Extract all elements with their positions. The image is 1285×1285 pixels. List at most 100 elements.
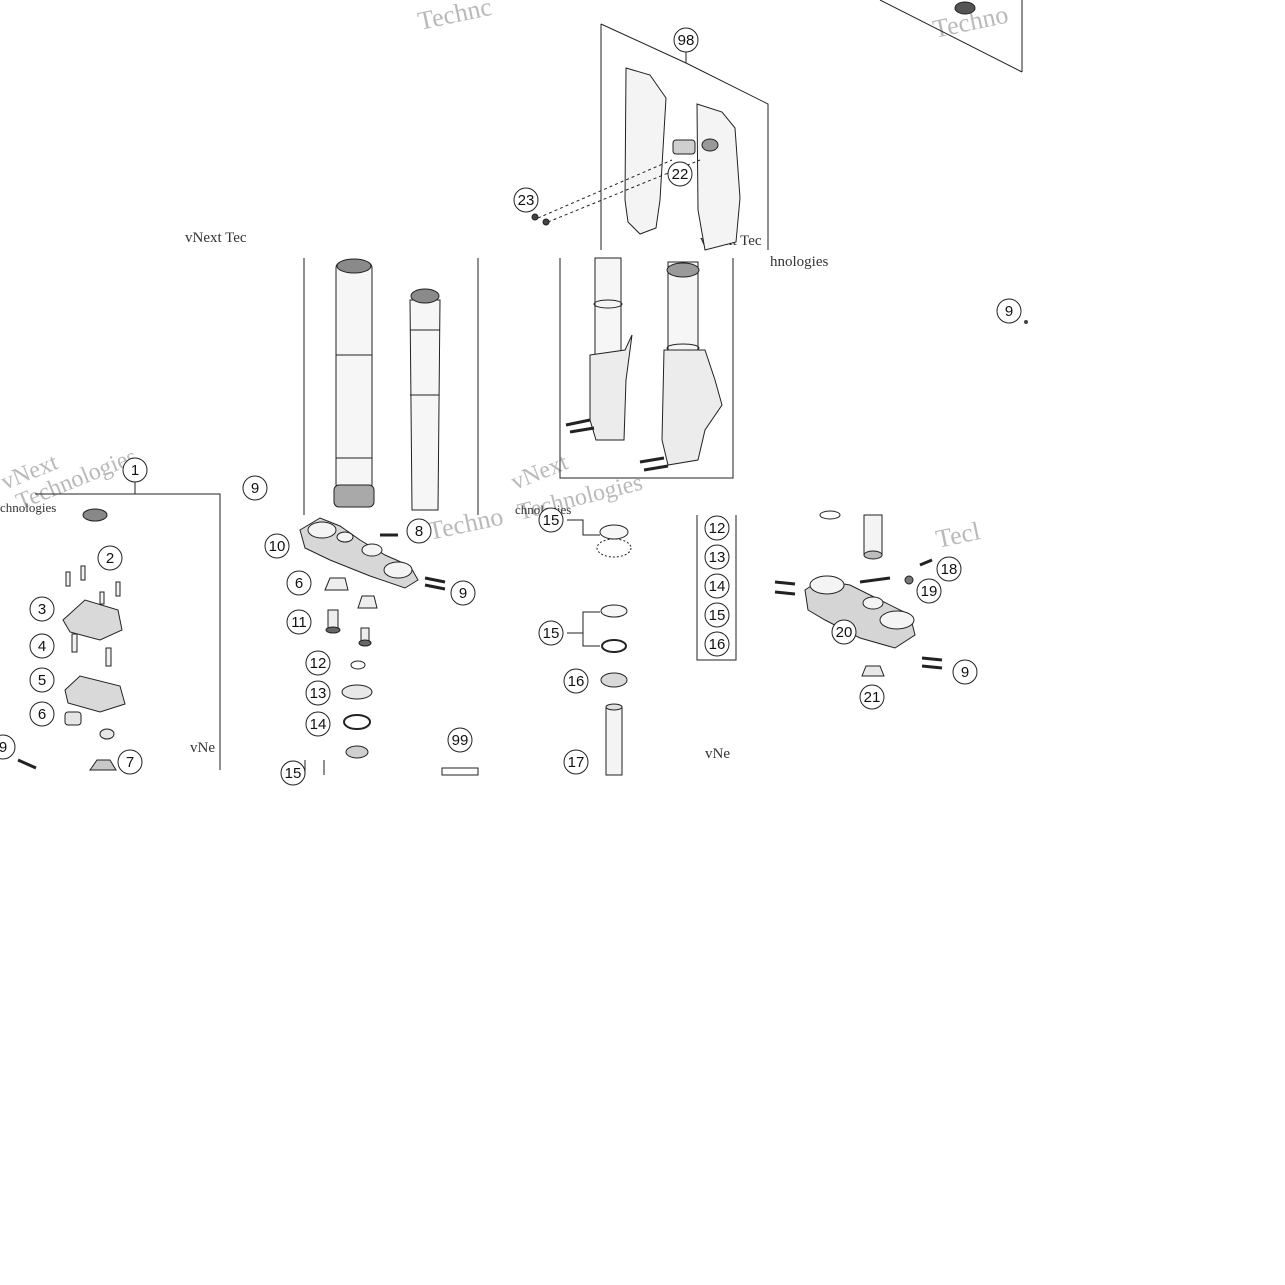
callout-12: 12 [704,515,730,541]
callout-label: 10 [269,538,286,555]
callout-label: 3 [38,601,46,618]
callout-5: 5 [29,667,55,693]
fork-guard-kit-group [531,23,769,251]
callout-label: 18 [941,561,958,578]
pinch-bolt [774,590,796,596]
callout-label: 9 [459,585,467,602]
kit-box [696,515,737,661]
dust-seal [341,684,373,700]
watermark-fragment: Tecl [933,516,982,554]
callout-label: 9 [961,664,969,681]
fork-foot-right [661,349,723,466]
partial-part [954,1,976,15]
triple-clamp-lower-group [774,510,943,677]
nut [904,575,914,585]
watermark-fragment: hnologies [770,254,828,270]
callout-15: 15 [538,507,564,533]
rubber-bushing [64,711,82,726]
callout-9: 9 [952,659,978,685]
guard-screw [542,218,550,226]
axle-screw [565,418,591,427]
triple-clamp-upper-group [299,517,479,776]
callout-22: 22 [667,161,693,187]
callout-label: 4 [38,638,46,655]
callout-13: 13 [305,680,331,706]
stem-base [863,550,883,560]
bearing-ring [343,714,371,730]
guard-clip [672,139,696,155]
callout-6: 6 [286,570,312,596]
bearing-seal [600,604,628,618]
callout-label: 12 [310,655,327,672]
callout-label: 16 [709,636,726,653]
stem-hole [361,543,383,557]
o-ring [350,660,366,670]
callout-15: 15 [280,760,306,786]
clamp-bore [809,575,845,595]
partial-part [82,508,108,522]
axle-screw [643,464,669,472]
callout-label: 15 [543,625,560,642]
kit-bracket-line [600,23,769,250]
steering-stem [863,514,883,556]
callout-label: 22 [672,166,689,183]
screw [105,647,112,667]
callout-label: 6 [295,575,303,592]
cap [861,665,885,677]
screw [115,581,121,597]
fork-tube-left [335,261,373,491]
callout-label: 21 [864,689,881,706]
screw [65,571,71,587]
callout-3: 3 [29,596,55,622]
watermark-layer: Technc Techno vNext Tec vNext Tec hnolog… [0,0,1011,762]
fork-legs-left-group [303,258,479,515]
callout-label: 19 [921,583,938,600]
partial-part [1024,320,1028,324]
bearing-lower [600,672,628,688]
pinch-bolt [921,656,943,662]
callout-label: 99 [452,732,469,749]
watermark-fragment: chnologies [0,500,56,515]
callout-16: 16 [563,668,589,694]
callout-label: 11 [291,614,307,631]
group-bracket-line [35,493,221,770]
callout-9: 9 [450,580,476,606]
callout-label: 15 [709,607,726,624]
callout-1: 1 [122,457,148,483]
screw [80,565,86,581]
callout-label: 17 [568,754,585,771]
callout-6: 6 [29,701,55,727]
screw [71,633,78,653]
steering-bearing-group [567,515,737,776]
callout-10: 10 [264,533,290,559]
clamp-bore [383,561,413,579]
callout-17: 17 [563,749,589,775]
callout-15: 15 [538,620,564,646]
rubber-bushing [357,595,378,609]
tube-ring [593,299,623,309]
callout-label: 6 [38,706,46,723]
callout-19: 19 [916,578,942,604]
watermark-fragment: vNext Tec [185,230,247,246]
sleeve-base [358,639,372,647]
callout-label: 20 [836,624,853,641]
callout-9: 9 [0,734,16,760]
watermark-fragment: vNe [190,740,215,756]
stem-top [605,703,623,711]
callout-label: 14 [709,578,726,595]
fork-cap-left [336,258,372,274]
callout-label: 13 [310,685,327,702]
callout-label: 1 [131,462,139,479]
callout-11: 11 [286,609,312,635]
kit-box [441,767,479,776]
fork-cap-right [666,262,700,278]
fork-legs-right-group [559,257,734,479]
callout-8: 8 [406,518,432,544]
screw [17,758,37,770]
pinch-bolt [424,583,446,591]
callout-label: 7 [126,754,134,771]
callout-label: 9 [0,739,7,756]
partial-part [819,510,841,520]
callout-4: 4 [29,633,55,659]
bearing [345,745,369,759]
